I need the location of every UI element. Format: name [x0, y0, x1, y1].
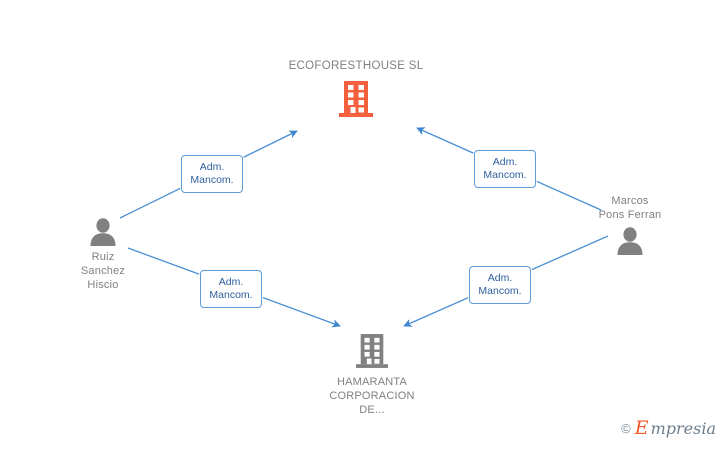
building-icon: [281, 80, 431, 118]
building-icon: [297, 333, 447, 369]
copyright-icon: ©: [621, 421, 631, 436]
node-company-hamaranta[interactable]: HAMARANTA CORPORACION DE...: [297, 333, 447, 417]
node-person-ruiz-sanchez-hiscio[interactable]: Ruiz Sanchez Hiscio: [28, 218, 178, 292]
person-icon: [555, 227, 705, 255]
edge-label-ruiz-to-hamaranta[interactable]: Adm. Mancom.: [200, 270, 262, 308]
watermark: © E mpresia: [621, 419, 716, 438]
node-label-ruiz-sanchez-hiscio: Ruiz Sanchez Hiscio: [80, 251, 126, 291]
edge-label-ruiz-to-ecoforesthouse[interactable]: Adm. Mancom.: [181, 155, 243, 193]
edge-label-marcos-to-ecoforesthouse[interactable]: Adm. Mancom.: [474, 150, 536, 188]
edge-label-line2: Mancom.: [209, 289, 253, 301]
edge-label-line2: Mancom.: [478, 285, 522, 297]
node-person-marcos-pons-ferran[interactable]: Marcos Pons Ferran: [555, 194, 705, 255]
node-label-hamaranta: HAMARANTA CORPORACION DE...: [329, 376, 415, 416]
edge-label-marcos-to-hamaranta[interactable]: Adm. Mancom.: [469, 266, 531, 304]
watermark-brand-initial: E: [634, 417, 649, 439]
node-label-marcos-pons-ferran: Marcos Pons Ferran: [598, 195, 662, 221]
edge-label-line2: Mancom.: [483, 169, 527, 181]
person-icon: [28, 218, 178, 246]
watermark-brand-rest: mpresia: [650, 418, 716, 438]
edge-label-line1: Adm.: [218, 276, 244, 288]
node-company-ecoforesthouse[interactable]: ECOFORESTHOUSE SL: [281, 59, 431, 118]
edge-label-line1: Adm.: [487, 272, 513, 284]
edge-label-line2: Mancom.: [190, 174, 234, 186]
edge-label-line1: Adm.: [199, 161, 225, 173]
node-label-ecoforesthouse: ECOFORESTHOUSE SL: [288, 60, 424, 72]
edge-label-line1: Adm.: [492, 156, 518, 168]
